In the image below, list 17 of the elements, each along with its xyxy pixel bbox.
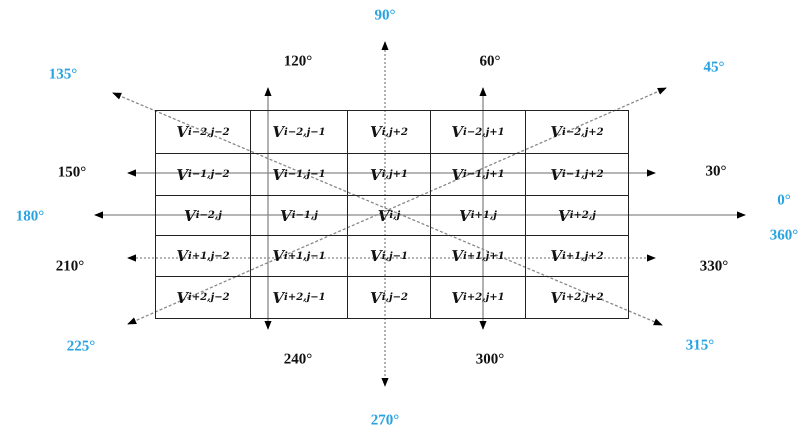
angle-label: 30° [706, 164, 726, 180]
angle-label: 60° [480, 54, 500, 70]
angle-label: 180° [16, 208, 44, 226]
angle-label: 0° [777, 192, 791, 210]
angle-label: 150° [58, 164, 86, 182]
angle-label: 210° [56, 258, 84, 276]
angle-label: 270° [370, 412, 400, 430]
angle-label: 45° [704, 60, 724, 76]
angle-label: 300° [476, 352, 504, 368]
angle-label: 240° [284, 352, 312, 368]
angle-label: 360° [770, 228, 798, 244]
angle-label: 120° [284, 54, 312, 70]
angle-label: 330° [700, 258, 728, 276]
angle-label: 315° [686, 338, 714, 354]
angle-label: 225° [66, 338, 96, 356]
angle-label: 90° [374, 8, 396, 24]
angle-label: 135° [48, 66, 78, 84]
